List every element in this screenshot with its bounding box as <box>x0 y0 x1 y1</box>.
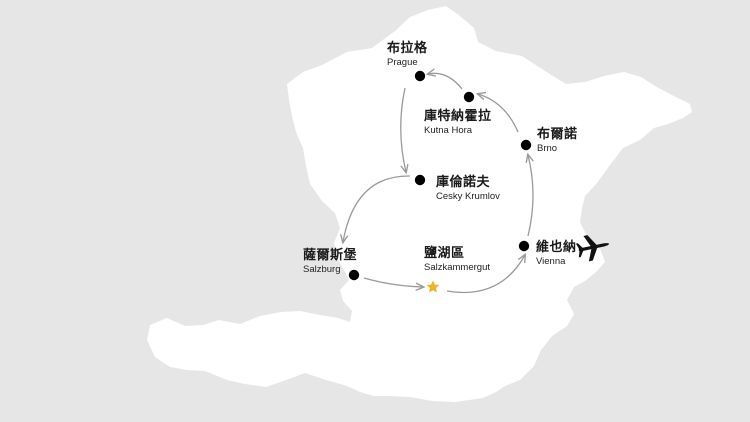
city-name-en: Vienna <box>536 256 566 267</box>
city-name-zh: 庫特納霍拉 <box>424 109 492 124</box>
city-name-en: Salzkammergut <box>424 262 490 273</box>
city-label-vienna: 維也納 Vienna <box>536 241 577 267</box>
marker-cesky-krumlov[interactable] <box>414 174 426 186</box>
route-cesky-krumlov-to-salzburg <box>343 175 411 242</box>
city-markers <box>348 70 532 281</box>
city-label-prague: 布拉格 Prague <box>387 42 428 68</box>
city-name-en: Kutna Hora <box>424 125 473 136</box>
city-name-zh: 布爾諾 <box>537 127 578 142</box>
city-name-en: Cesky Krumlov <box>436 191 500 202</box>
city-name-en: Prague <box>387 57 418 68</box>
marker-prague[interactable] <box>414 70 426 82</box>
city-name-zh: 維也納 <box>536 240 577 255</box>
city-name-en: Brno <box>537 143 558 154</box>
marker-vienna[interactable] <box>518 240 530 252</box>
city-name-zh: 鹽湖區 <box>424 246 465 261</box>
city-name-zh: 布拉格 <box>387 41 428 56</box>
city-label-salzkammergut: 鹽湖區 Salzkammergut <box>424 247 490 273</box>
marker-brno[interactable] <box>520 139 532 151</box>
city-label-brno: 布爾諾 Brno <box>537 128 578 154</box>
land-shape <box>147 6 692 402</box>
city-label-salzburg: 薩爾斯堡 Salzburg <box>303 249 357 275</box>
star-icon[interactable] <box>426 280 440 293</box>
route-prague-to-cesky-krumlov <box>400 87 406 172</box>
route-salzkammergut-to-vienna <box>446 255 525 294</box>
marker-salzburg[interactable] <box>348 269 360 281</box>
route-brno-to-kutna-hora <box>478 94 519 133</box>
city-name-zh: 薩爾斯堡 <box>303 248 358 263</box>
marker-kutna-hora[interactable] <box>463 91 475 103</box>
city-name-zh: 庫倫諾夫 <box>436 175 491 190</box>
city-label-cesky-krumlov: 庫倫諾夫 Cesky Krumlov <box>436 176 500 202</box>
route-lines <box>343 73 533 294</box>
route-kutna-hora-to-prague <box>428 73 463 90</box>
city-name-en: Salzburg <box>303 264 341 275</box>
airplane-icon <box>575 235 610 262</box>
route-salzburg-to-salzkammergut <box>363 277 423 287</box>
city-label-kutna-hora: 庫特納霍拉 Kutna Hora <box>424 110 492 136</box>
route-vienna-to-brno <box>528 155 533 237</box>
